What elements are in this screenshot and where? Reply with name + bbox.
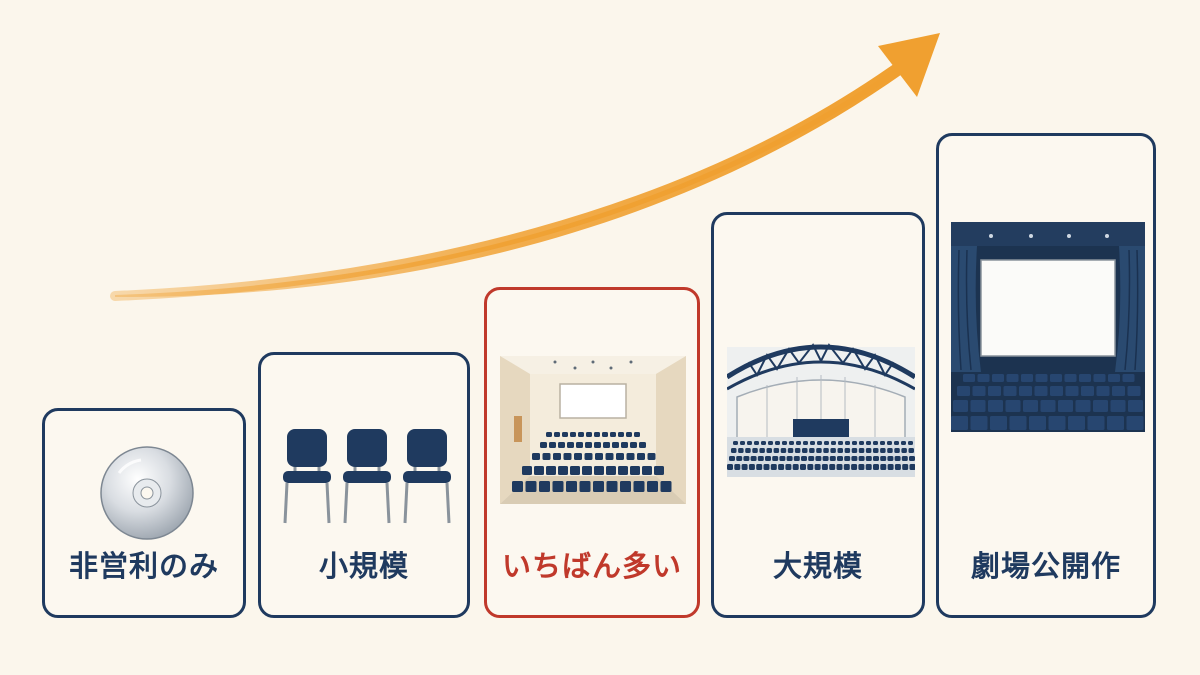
- category-card-theatrical: 劇場公開作: [936, 133, 1156, 618]
- meeting-hall-icon: [500, 356, 686, 504]
- card-label: 大規模: [772, 549, 863, 583]
- card-label: 小規模: [318, 549, 409, 583]
- card-label: 劇場公開作: [970, 549, 1121, 583]
- card-label: 非営利のみ: [68, 549, 219, 583]
- category-card-most-common: いちばん多い: [484, 287, 700, 618]
- category-card-nonprofit: 非営利のみ: [42, 408, 246, 618]
- arena-icon: [727, 343, 915, 477]
- disc-icon: [100, 446, 194, 540]
- theater-icon: [951, 222, 1145, 432]
- category-card-large: 大規模: [711, 212, 925, 618]
- card-label: いちばん多い: [501, 549, 682, 583]
- chairs-icon: [283, 427, 453, 525]
- category-card-small: 小規模: [258, 352, 470, 618]
